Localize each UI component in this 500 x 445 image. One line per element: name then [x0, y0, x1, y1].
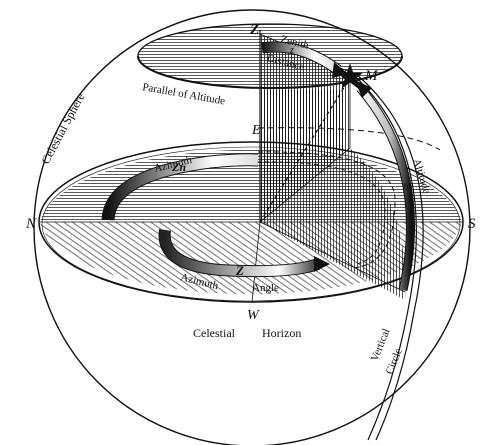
angle-label: Angle — [252, 282, 279, 294]
horizon-inner-rim — [41, 146, 461, 302]
zenith-distance-band-fill — [261, 42, 341, 74]
azimuth-angle-z-label: Z — [235, 263, 244, 278]
dashed-back-arc-3 — [257, 161, 386, 265]
line-to-star — [259, 77, 351, 223]
azimuth-angle-arrowhead — [314, 256, 330, 272]
west-label: W — [247, 308, 260, 323]
vertical-plane-white-area — [260, 90, 345, 222]
parallel-front-rim — [137, 55, 403, 89]
zenith-distance-z-label: z — [289, 45, 294, 56]
star-m-icon — [337, 63, 363, 89]
celestial-horizon-label-1: Celestial — [193, 326, 236, 340]
altitude-arrowhead — [355, 80, 372, 98]
dashed-back-arc-2 — [257, 151, 396, 269]
dashed-back-arc-1 — [257, 127, 441, 151]
celestial-sphere-label: Celestial Sphere — [38, 91, 87, 167]
zn-label: Zn — [171, 160, 186, 174]
celestial-horizon-label-2: Horizon — [262, 326, 301, 340]
celestial-horizon-ellipse — [38, 141, 464, 303]
circle-label: Circle — [384, 347, 405, 377]
north-label: N — [25, 216, 37, 232]
celestial-sphere-outline — [33, 9, 471, 445]
south-label: S — [468, 216, 476, 232]
zenith-point-label: Z — [249, 22, 259, 38]
vertical-circle-band — [349, 71, 417, 441]
vertical-plane-lower — [260, 148, 406, 300]
center-to-foot-line — [259, 221, 406, 293]
star-m-label: M — [364, 68, 379, 84]
center-to-west-line — [251, 221, 261, 303]
east-label: E — [251, 123, 261, 138]
vertical-circle-band-inner — [355, 73, 424, 441]
azimuth-band-fill — [102, 154, 259, 221]
altitude-arrow-band-fill — [357, 85, 415, 291]
altitude-h-label: h — [403, 181, 409, 193]
azimuth-angle-band-fill — [159, 229, 320, 277]
